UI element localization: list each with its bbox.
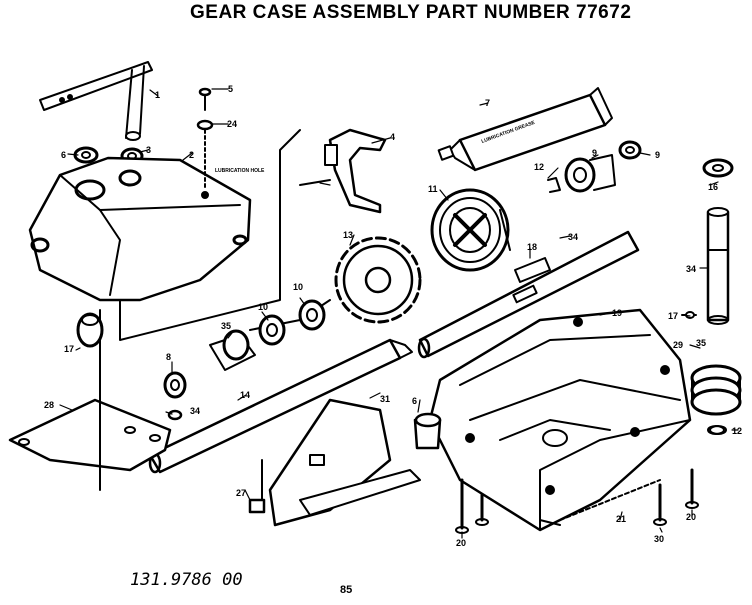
callout-21: 21 (616, 514, 626, 524)
callout-35: 35 (221, 321, 231, 331)
callout-12-right: 12 (732, 426, 742, 436)
key-part (512, 284, 538, 304)
lubrication-hole-label: LUBRICATION HOLE (215, 168, 265, 174)
callout-1: 1 (155, 90, 160, 100)
callout-27: 27 (236, 488, 246, 498)
callout-33: 34 (190, 406, 200, 416)
callout-labels: 1 6 3 2 5 24 4 7 9 9 12 11 13 18 34 16 3… (44, 84, 742, 548)
callout-24: 24 (227, 119, 237, 129)
callout-20-right: 20 (686, 512, 696, 522)
pulley-part (430, 188, 511, 272)
gear-case-housing (28, 129, 301, 341)
callout-4: 4 (390, 132, 395, 142)
catalog-number: 131.9786 00 (130, 570, 243, 590)
callout-29: 29 (673, 340, 683, 350)
callout-19: 19 (612, 308, 622, 318)
callout-2: 2 (189, 150, 194, 160)
support-bracket-part (248, 398, 421, 527)
callout-7: 7 (485, 98, 490, 108)
retainer-parts (547, 140, 642, 193)
callout-11: 11 (428, 184, 438, 194)
diagram-title: GEAR CASE ASSEMBLY PART NUMBER 77672 (190, 2, 632, 23)
callout-9-right: 9 (655, 150, 660, 160)
callout-17: 17 (668, 311, 678, 321)
callout-34-right: 34 (686, 264, 696, 274)
callout-10-second: 10 (258, 302, 268, 312)
hub-assembly-parts (163, 299, 326, 399)
callout-12-upper: 12 (534, 162, 544, 172)
callout-6-left: 6 (61, 150, 66, 160)
callout-16: 16 (708, 182, 718, 192)
bolt-parts (455, 425, 725, 534)
callout-30: 30 (654, 534, 664, 544)
callout-35-right: 35 (696, 338, 706, 348)
callout-34-upper: 34 (568, 232, 578, 242)
callout-18: 18 (527, 242, 537, 252)
callout-10: 10 (293, 282, 303, 292)
bracket-rod-part (39, 61, 153, 141)
callout-28: 28 (44, 400, 54, 410)
callout-6: 6 (412, 396, 417, 406)
screw-parts (196, 87, 214, 191)
spur-gear-part (249, 236, 422, 331)
small-fastener-parts (76, 311, 695, 421)
page-number: 85 (340, 584, 353, 596)
callout-leader-lines (59, 88, 739, 539)
callout-9-upper: 9 (592, 148, 597, 158)
shift-fork-part (299, 128, 387, 214)
right-shaft-part (681, 158, 742, 435)
bushing-part (413, 412, 442, 450)
callout-20-left: 20 (456, 538, 466, 548)
callout-8: 8 (166, 352, 171, 362)
callout-31: 31 (380, 394, 390, 404)
callout-3: 3 (146, 145, 151, 155)
callout-5: 5 (228, 84, 233, 94)
callout-17-left: 17 (64, 344, 74, 354)
lubrication-tube-part (437, 87, 613, 172)
callout-13: 13 (343, 230, 353, 240)
lower-gear-case-part (428, 308, 692, 532)
callout-14: 14 (240, 390, 250, 400)
